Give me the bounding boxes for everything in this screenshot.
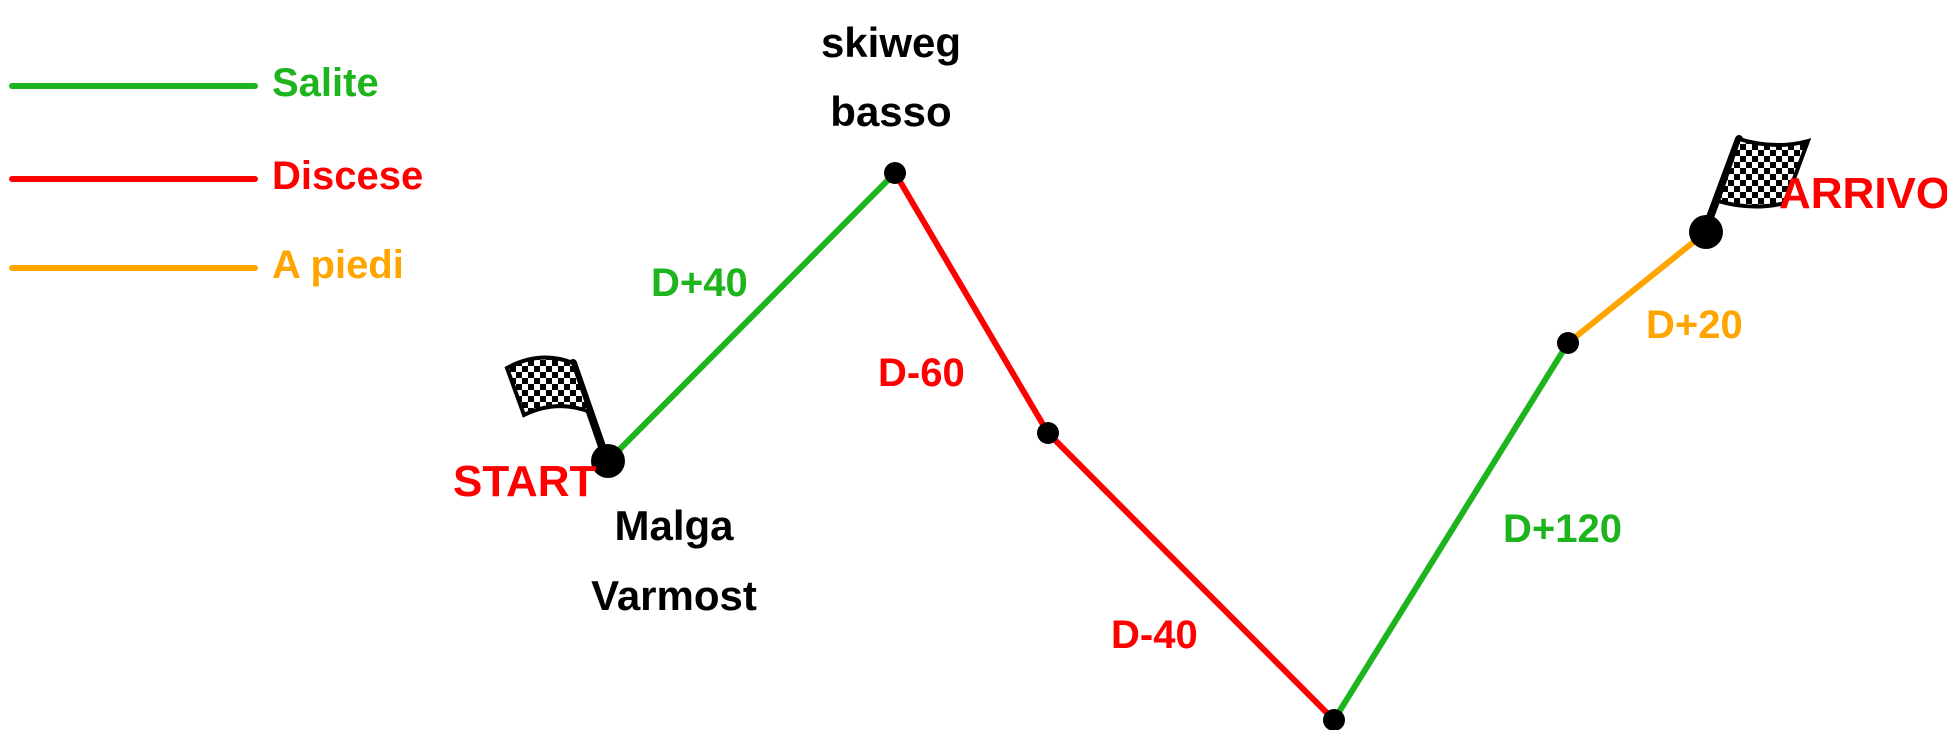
segment-label-d-plus-40: D+40 (651, 261, 748, 305)
place-start-line2: Varmost (591, 572, 757, 619)
node-valley (1323, 709, 1345, 730)
checkered-flag-icon (1702, 135, 1812, 232)
start-label: START (453, 457, 597, 506)
node-walk-start (1557, 332, 1579, 354)
segment-downhill-2 (1045, 430, 1337, 723)
segment-label-d-plus-20: D+20 (1646, 303, 1743, 347)
segment-uphill-1 (605, 170, 898, 464)
legend-salite-label: Salite (272, 61, 379, 105)
node-summit (884, 162, 906, 184)
segment-label-d-minus-40: D-40 (1111, 613, 1198, 657)
node-mid-descent (1037, 422, 1059, 444)
segment-label-d-plus-120: D+120 (1503, 507, 1622, 551)
route (605, 170, 1709, 723)
place-top-line2: basso (830, 88, 951, 135)
place-start-line1: Malga (614, 502, 734, 549)
segment-downhill-1 (892, 170, 1051, 436)
segment-uphill-2 (1331, 340, 1571, 723)
checkered-flag-icon (504, 355, 610, 462)
legend: Salite Discese A piedi (9, 61, 423, 287)
node-finish (1689, 215, 1723, 249)
finish-label: ARRIVO (1779, 169, 1947, 218)
legend-discese-label: Discese (272, 154, 423, 198)
route-nodes (591, 162, 1723, 730)
segment-label-d-minus-60: D-60 (878, 351, 965, 395)
place-top-line1: skiweg (821, 19, 961, 66)
segment-walking (1565, 229, 1709, 346)
legend-a-piedi-label: A piedi (272, 243, 404, 287)
